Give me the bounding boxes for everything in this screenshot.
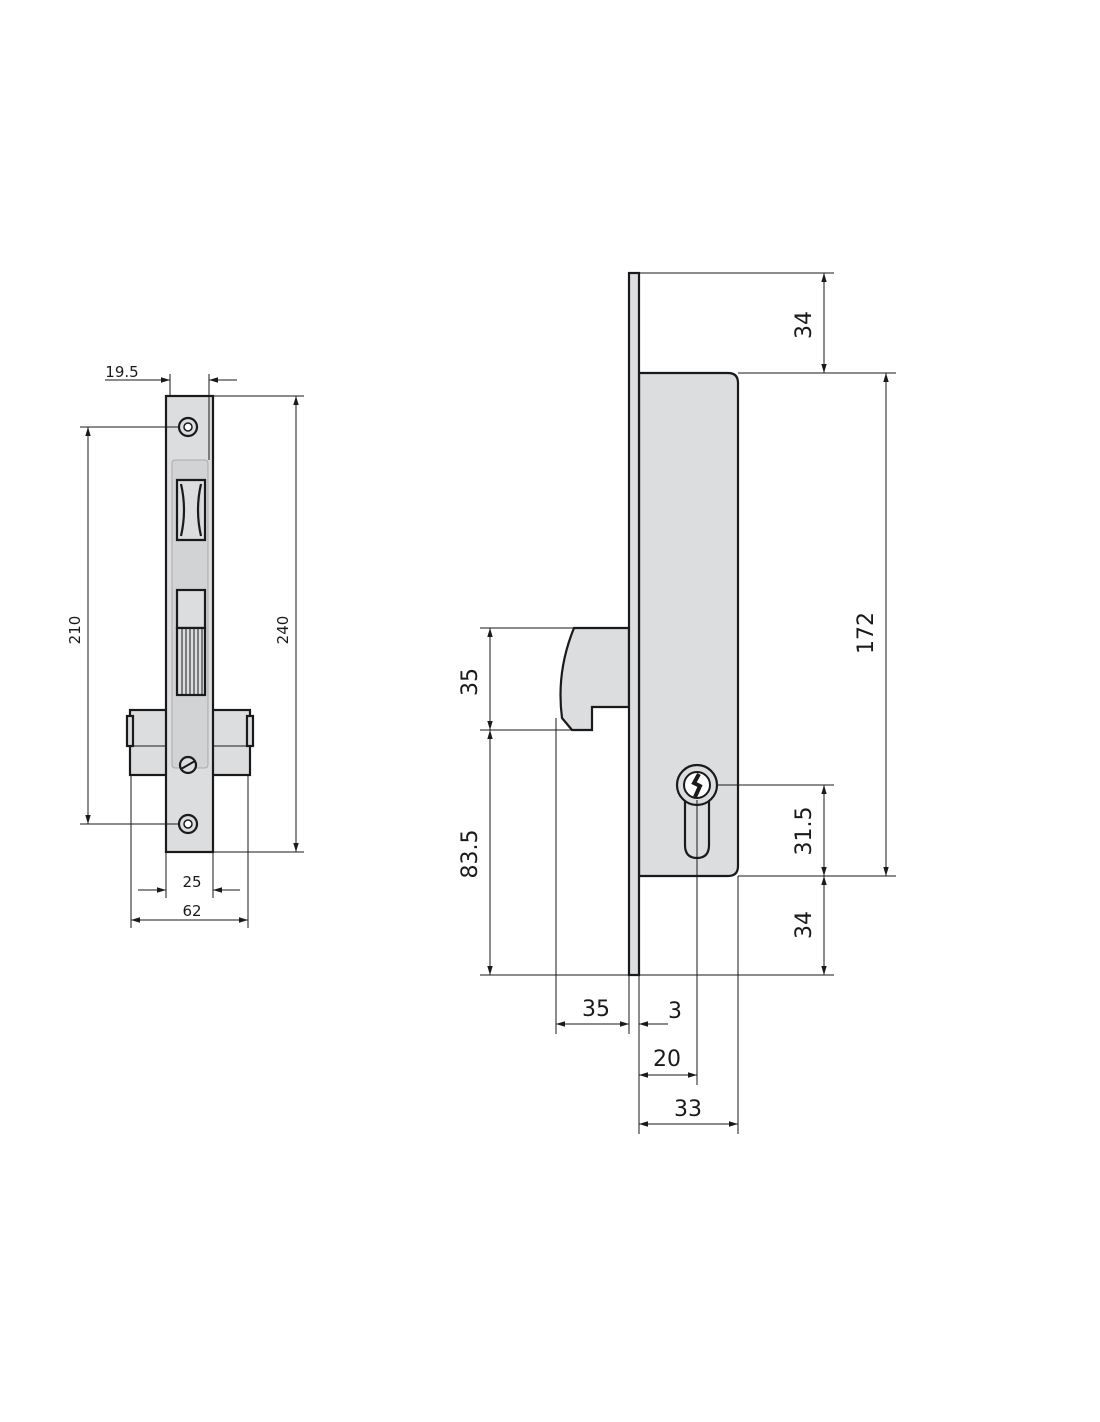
cylinder-end-right [245,714,255,748]
slotted-screw [178,755,198,775]
deadbolt-ribs [175,626,207,697]
dim-25: 25 [182,873,201,891]
dim-35-hook: 35 [458,668,483,696]
front-view-lock: 19.5 210 240 25 62 [66,363,304,928]
screw-hole-top [177,416,199,438]
screw-hole-bottom [177,813,199,835]
dim-31-5: 31.5 [792,807,817,856]
dim-35-projection: 35 [582,997,610,1022]
dim-172: 172 [854,612,879,654]
lock-body [637,371,740,878]
dim-34-bottom: 34 [792,911,817,939]
side-view-lock: 34 172 31.5 34 35 83.5 35 3 20 33 [458,271,896,1134]
dim-62: 62 [182,902,201,920]
cylinder-end-left [125,714,135,748]
dim-34-top: 34 [792,311,817,339]
cylinder-hole [675,763,719,860]
dim-33: 33 [674,1097,702,1122]
dim-3: 3 [668,999,682,1024]
dim-19-5: 19.5 [105,363,138,381]
dim-210: 210 [66,616,84,645]
dim-240: 240 [274,616,292,645]
hook-bolt [559,626,631,732]
dim-83-5: 83.5 [458,830,483,879]
dim-20: 20 [653,1047,681,1072]
deadbolt [175,588,207,630]
faceplate-side [627,271,641,977]
latch-bolt [175,478,207,542]
